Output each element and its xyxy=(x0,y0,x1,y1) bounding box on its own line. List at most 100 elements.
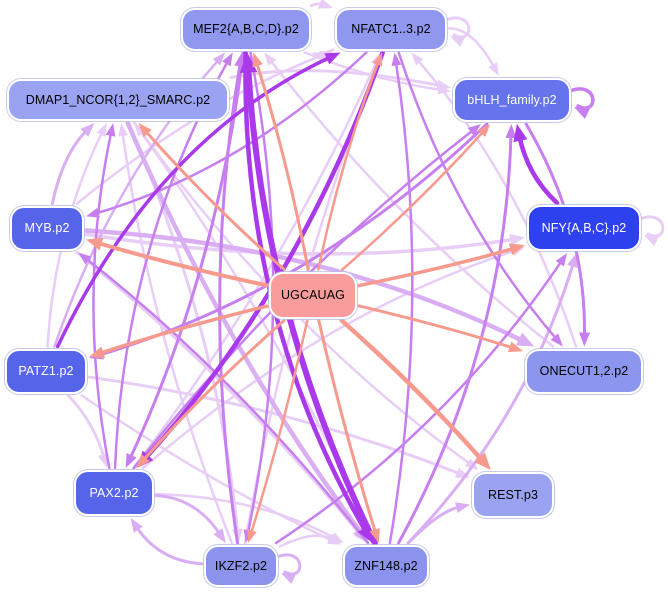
node-label-patz1: PATZ1.p2 xyxy=(18,364,74,378)
node-label-myb: MYB.p2 xyxy=(24,221,70,235)
edge-myb-dmap1-arrowhead xyxy=(80,123,95,137)
node-bhlh[interactable]: bHLH_family.p2 xyxy=(453,78,571,122)
edge-ugcauag-patz1 xyxy=(97,304,269,356)
edge-ugcauag-rest-arrowhead xyxy=(474,452,491,470)
edge-znf148-nfy xyxy=(406,261,575,545)
edge-patz1-znf148 xyxy=(80,394,334,542)
edge-patz1-pax2 xyxy=(67,394,106,460)
edge-ugcauag-pax2 xyxy=(141,319,286,462)
edge-pax2-ikzf2 xyxy=(154,493,222,536)
edge-nfy-bhlh xyxy=(517,134,560,206)
edge-mef2-nfatc-arrowhead xyxy=(317,0,333,9)
edge-znf148-nfatc xyxy=(388,60,414,545)
edge-ugcauag-nfy xyxy=(357,246,516,288)
self-loop-nfatc-arrowhead xyxy=(450,36,466,47)
self-loop-bhlh xyxy=(568,87,595,110)
edge-myb-znf148 xyxy=(75,251,362,537)
node-label-onecut: ONECUT1,2.p2 xyxy=(539,364,629,378)
node-label-ugcauag: UGCAUAG xyxy=(281,288,345,302)
node-onecut[interactable]: ONECUT1,2.p2 xyxy=(525,348,643,394)
edge-ikzf2-pax2 xyxy=(134,525,204,566)
edge-ikzf2-pax2-arrowhead xyxy=(130,518,143,533)
edge-pax2-ikzf2-arrowhead xyxy=(213,528,226,543)
node-label-dmap1: DMAP1_NCOR{1,2}_SMARC.p2 xyxy=(25,93,211,107)
edge-ugcauag-dmap1-arrowhead xyxy=(138,123,152,138)
edge-znf148-nfy-arrowhead xyxy=(567,253,578,268)
edge-dmap1-znf148 xyxy=(125,120,364,536)
node-label-pax2: PAX2.p2 xyxy=(89,486,139,500)
node-patz1[interactable]: PATZ1.p2 xyxy=(5,348,87,394)
node-ikzf2[interactable]: IKZF2.p2 xyxy=(204,545,278,587)
edge-nfy-bhlh-arrowhead xyxy=(513,124,528,143)
node-mef2[interactable]: MEF2{A,B,C,D}.p2 xyxy=(181,7,311,51)
node-label-znf148: ZNF148.p2 xyxy=(354,559,418,573)
edge-onecut-nfatc-arrowhead xyxy=(411,52,424,66)
edge-ikzf2-nfy xyxy=(274,259,563,545)
edge-znf148-myb-arrowhead xyxy=(78,252,92,265)
edge-znf148-rest-arrowhead xyxy=(455,502,470,513)
edge-znf148-bhlh xyxy=(397,132,513,545)
node-label-rest: REST.p3 xyxy=(487,488,539,502)
edge-patz1-dmap1-arrowhead xyxy=(96,123,107,137)
edge-mef2-pax2 xyxy=(128,51,245,460)
edge-ugcauag-onecut xyxy=(357,304,515,350)
edge-mef2-pax2-arrowhead xyxy=(125,452,137,468)
self-loop-ikzf2-arrowhead xyxy=(281,573,297,584)
edge-myb-onecut-arrowhead xyxy=(515,332,535,347)
edge-ugcauag-bhlh xyxy=(341,129,485,271)
node-pax2[interactable]: PAX2.p2 xyxy=(74,470,154,516)
node-myb[interactable]: MYB.p2 xyxy=(10,205,84,251)
edge-znf148-bhlh-arrowhead xyxy=(505,124,517,139)
node-nfy[interactable]: NFY{A,B,C}.p2 xyxy=(527,205,641,251)
edge-patz1-nfatc xyxy=(55,55,333,349)
node-dmap1[interactable]: DMAP1_NCOR{1,2}_SMARC.p2 xyxy=(7,79,229,121)
edge-pax2-mef2-arrowhead xyxy=(222,52,233,67)
self-loop-ikzf2 xyxy=(275,553,302,576)
node-label-mef2: MEF2{A,B,C,D}.p2 xyxy=(193,22,299,36)
edge-myb-nfatc xyxy=(75,53,326,205)
edge-dmap1-bhlh xyxy=(229,69,443,88)
edge-pax2-dmap1 xyxy=(92,131,113,470)
edge-ikzf2-dmap1 xyxy=(121,131,234,545)
edge-dmap1-rest-arrowhead xyxy=(465,458,479,470)
node-label-nfatc: NFATC1..3.p2 xyxy=(351,22,431,36)
edge-ugcauag-myb-arrowhead xyxy=(86,237,104,251)
edge-ugcauag-myb xyxy=(95,240,269,288)
edge-ugcauag-ikzf2 xyxy=(249,319,309,535)
edge-nfatc-myb-arrowhead xyxy=(86,207,100,218)
edge-nfatc-bhlh xyxy=(447,27,496,69)
edge-ikzf2-znf148 xyxy=(278,534,334,548)
self-loop-nfy-arrowhead xyxy=(644,235,660,246)
node-ugcauag[interactable]: UGCAUAG xyxy=(269,271,357,319)
edge-ugcauag-onecut-arrowhead xyxy=(507,341,523,353)
self-loop-bhlh-arrowhead xyxy=(574,107,591,119)
edge-myb-nfy xyxy=(84,232,516,256)
edge-ugcauag-bhlh-arrowhead xyxy=(477,124,491,137)
edge-ugcauag-ikzf2-arrowhead xyxy=(247,529,257,543)
node-nfatc[interactable]: NFATC1..3.p2 xyxy=(335,7,447,51)
edge-ugcauag-znf148 xyxy=(317,319,378,535)
node-label-ikzf2: IKZF2.p2 xyxy=(214,559,268,573)
edge-ugcauag-nfy-arrowhead xyxy=(508,243,525,256)
edge-patz1-nfatc-arrowhead xyxy=(324,52,341,65)
edge-pax2-bhlh-arrowhead xyxy=(467,124,482,136)
edge-nfatc-onecut-arrowhead xyxy=(550,333,563,347)
edge-myb-nfy-arrowhead xyxy=(509,233,525,246)
edge-ugcauag-mef2 xyxy=(255,61,310,271)
edge-ugcauag-dmap1 xyxy=(143,129,286,271)
self-loop-nfy xyxy=(638,215,665,238)
edge-ugcauag-nfatc xyxy=(317,60,380,271)
edge-ugcauag-pax2-arrowhead xyxy=(136,453,150,468)
edge-patz1-mef2-arrowhead xyxy=(212,52,226,66)
edge-nfatc-bhlh-arrowhead xyxy=(488,62,499,76)
edge-znf148-nfatc-arrowhead xyxy=(391,52,402,67)
node-znf148[interactable]: ZNF148.p2 xyxy=(343,545,429,587)
edge-ikzf2-nfy-arrowhead xyxy=(555,253,568,267)
edge-mef2-znf148-arrowhead xyxy=(357,524,373,543)
edge-ikzf2-dmap1-arrowhead xyxy=(118,123,128,137)
edge-nfatc-myb xyxy=(94,51,368,215)
edge-patz1-pax2-arrowhead xyxy=(97,453,109,468)
edge-pax2-znf148-arrowhead xyxy=(329,532,344,543)
node-rest[interactable]: REST.p3 xyxy=(472,472,554,518)
